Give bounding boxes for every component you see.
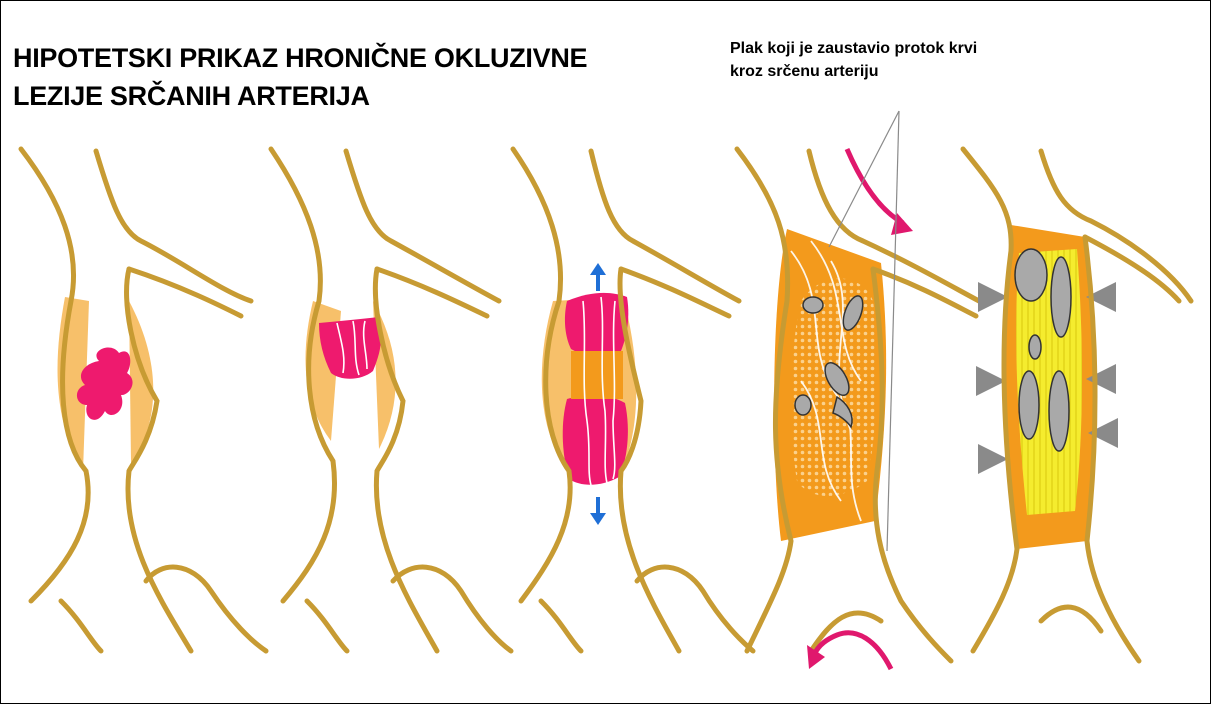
panel-1-early-thrombus — [21, 149, 266, 651]
panel-3-recanalization — [513, 149, 753, 651]
panel-4-occlusive-plaque — [737, 111, 979, 669]
panel-2-organizing-thrombus — [271, 149, 511, 651]
panel-5-calcified-fibrous-plaque — [963, 149, 1191, 661]
